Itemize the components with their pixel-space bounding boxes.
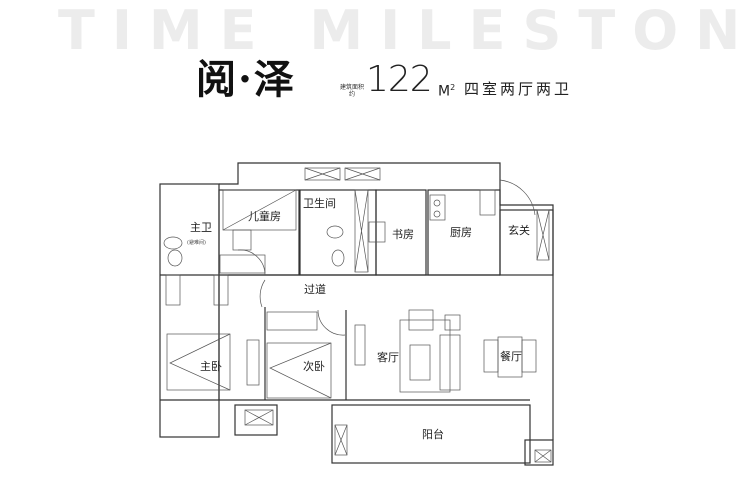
label-kids-room: 儿童房 (248, 209, 281, 223)
label-entrance: 玄关 (508, 223, 530, 237)
label-master-bath-note: (避难间) (187, 239, 206, 246)
unit-sup: 2 (450, 83, 456, 92)
area-value: 122 (366, 59, 433, 100)
label-master-bedroom: 主卧 (200, 360, 222, 373)
label-corridor: 过道 (304, 282, 326, 296)
furniture (163, 189, 537, 399)
window-units (244, 167, 552, 463)
label-second-bedroom: 次卧 (303, 359, 325, 373)
label-study: 书房 (392, 228, 414, 241)
project-name: 阅·泽 (196, 56, 296, 103)
label-master-bath: 主卫 (190, 221, 212, 234)
layout-type: 四室两厅两卫 (464, 80, 573, 98)
walls (159, 162, 554, 466)
room-labels: 主卫 (避难间) 儿童房 卫生间 书房 厨房 玄关 过道 客厅 餐厅 主卧 次卧… (187, 196, 530, 441)
label-living-room: 客厅 (377, 350, 399, 364)
area-label: 建筑面积约 (340, 84, 365, 98)
area-unit: M2 (438, 80, 455, 100)
label-balcony: 阳台 (422, 427, 444, 441)
unit-text: M (438, 83, 451, 100)
label-dining-room: 餐厅 (500, 349, 522, 363)
background-title: TIME MILESTONE (58, 0, 748, 62)
label-kitchen: 厨房 (450, 226, 472, 239)
label-bathroom: 卫生间 (303, 196, 336, 210)
